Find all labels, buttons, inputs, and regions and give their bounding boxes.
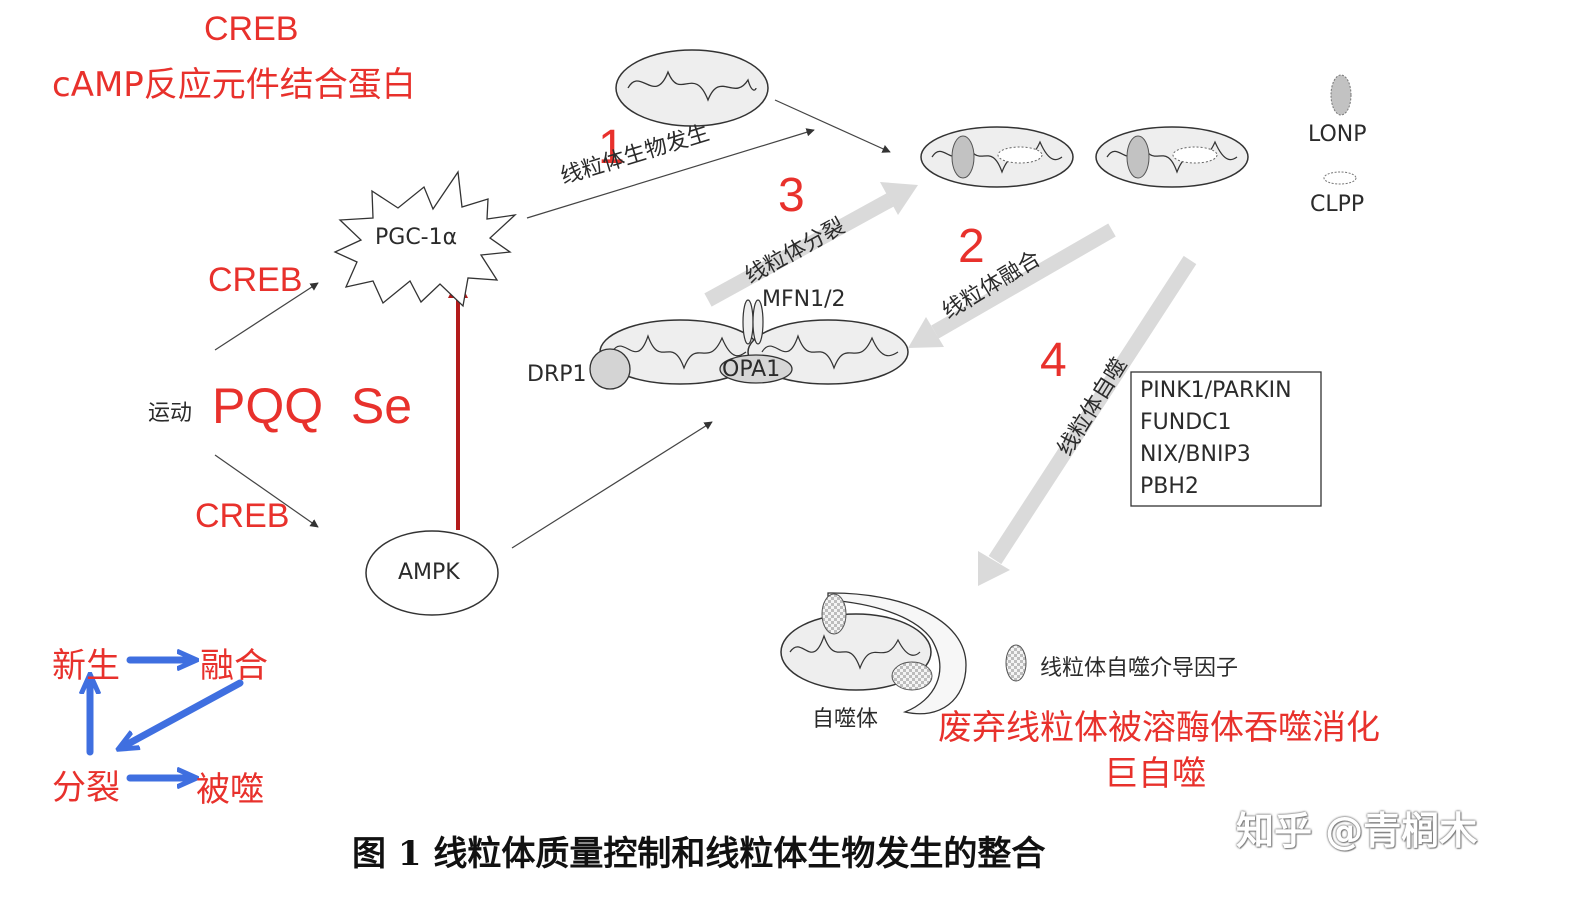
- mitophagy-factor-2: FUNDC1: [1140, 410, 1232, 435]
- figure-caption: 图 1 线粒体质量控制和线粒体生物发生的整合: [352, 834, 1046, 874]
- thin-arrows: [214, 99, 891, 549]
- mitochondrion-top: [615, 49, 769, 127]
- autophagosome-label: 自噬体: [812, 707, 879, 732]
- arrow-ampk-to-fission: [511, 421, 713, 549]
- ampk-label: AMPK: [398, 560, 460, 585]
- cycle-label-engulfed: 被噬: [196, 770, 264, 810]
- step-number-2: 2: [958, 220, 985, 273]
- mitochondria-fission-fusion: [589, 299, 909, 390]
- opa1-ellipse: [719, 354, 793, 384]
- pqq-se-label: PQQ Se: [212, 378, 413, 434]
- autophagosome-drawing: [780, 592, 967, 715]
- grey-arrowhead-fission: [880, 182, 918, 215]
- ampk-ellipse: [365, 530, 499, 616]
- creb-mid-label: CREB: [208, 261, 303, 299]
- cycle-label-nascent: 新生: [52, 646, 120, 686]
- grey-arrowhead-fusion: [908, 317, 944, 348]
- drp1-circle: [589, 348, 631, 390]
- pgc-starburst: [333, 170, 517, 308]
- step-number-4: 4: [1040, 334, 1067, 387]
- mitophagy-factor-3: NIX/BNIP3: [1140, 442, 1251, 467]
- clpp-icon: [1323, 171, 1357, 185]
- red-note-macroautophagy: 巨自噬: [1104, 754, 1206, 794]
- drp1-label: DRP1: [527, 362, 587, 387]
- pgc-label: PGC-1α: [375, 225, 458, 250]
- opa1-label: OPA1: [722, 357, 781, 382]
- mfn-right-ellipse: [752, 299, 764, 345]
- cycle-arrows: [90, 660, 244, 778]
- cycle-label-fission: 分裂: [52, 768, 120, 808]
- arrow-mito-to-pair: [774, 99, 891, 153]
- lonp-icon: [1330, 74, 1352, 116]
- step-number-1: 1: [598, 121, 625, 174]
- grey-arrowhead-mitophagy: [978, 551, 1010, 586]
- mitochondrion-pair-right: [1095, 126, 1249, 188]
- creb-description: cAMP反应元件结合蛋白: [52, 65, 416, 105]
- mediator-legend-icon: [1005, 644, 1027, 682]
- watermark: 知乎 @青榈木: [1236, 809, 1478, 853]
- grey-arrow-fission: [704, 193, 894, 307]
- clpp-label: CLPP: [1310, 192, 1365, 217]
- lonp-label: LONP: [1308, 122, 1367, 147]
- grey-arrows: [704, 182, 1197, 586]
- mitophagy-factor-box: [1130, 371, 1322, 507]
- mitophagy-factor-1: PINK1/PARKIN: [1140, 378, 1292, 403]
- mfn-label: MFN1/2: [762, 287, 846, 312]
- arrow-pgc-biogenesis: [526, 128, 815, 219]
- cycle-label-fusion: 融合: [200, 646, 268, 686]
- cycle-arrow-fusion-to-fission: [126, 679, 244, 745]
- arrow-exercise-to-ampk: [214, 454, 319, 528]
- mediator-legend-label: 线粒体自噬介导因子: [1040, 656, 1239, 681]
- creb-top-label: CREB: [204, 10, 299, 48]
- red-note-lysosome: 废弃线粒体被溶酶体吞噬消化: [938, 708, 1380, 748]
- grey-arrow-fusion: [931, 223, 1116, 339]
- creb-bottom-label: CREB: [195, 497, 290, 535]
- mitophagy-factor-4: PBH2: [1140, 474, 1199, 499]
- step-number-3: 3: [778, 169, 805, 222]
- mitochondrion-pair-left: [920, 126, 1074, 188]
- arrow-exercise-to-pgc: [214, 282, 319, 351]
- mfn-left-ellipse: [742, 299, 754, 345]
- exercise-label: 运动: [148, 401, 193, 426]
- grey-arrow-mitophagy: [988, 255, 1197, 565]
